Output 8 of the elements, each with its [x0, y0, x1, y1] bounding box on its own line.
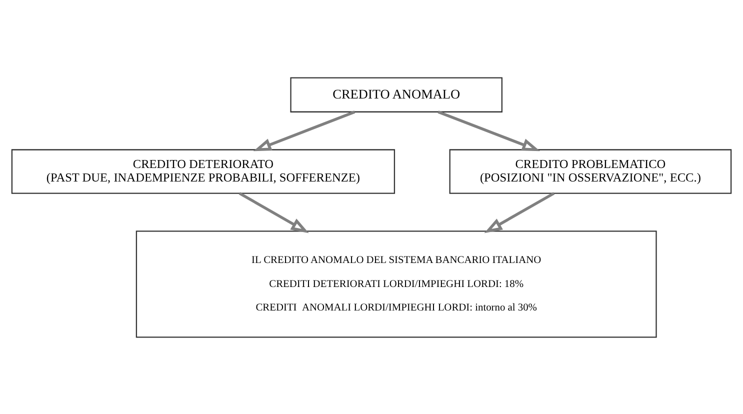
node-box: CREDITO ANOMALO [290, 76, 502, 112]
arrow [484, 192, 555, 233]
node-box: IL CREDITO ANOMALO DEL SISTEMA BANCARIO ITALIANO CREDITI DETERIORATI LORDI/IMPIEGHI LORDI: 18% CREDITI ANOMALI LORDI/IMPIEGHI LORDI: intorno al 30% [136, 230, 657, 338]
node-box: CREDITO DETERIORATO (PAST DUE, INADEMPIENZE PROBABILI, SOFFERENZE) [11, 148, 396, 194]
arrow [438, 110, 540, 151]
arrow [253, 110, 356, 151]
arrow [238, 192, 309, 233]
node-box: CREDITO PROBLEMATICO (POSIZIONI "IN OSSERVAZIONE", ECC.) [449, 148, 732, 194]
